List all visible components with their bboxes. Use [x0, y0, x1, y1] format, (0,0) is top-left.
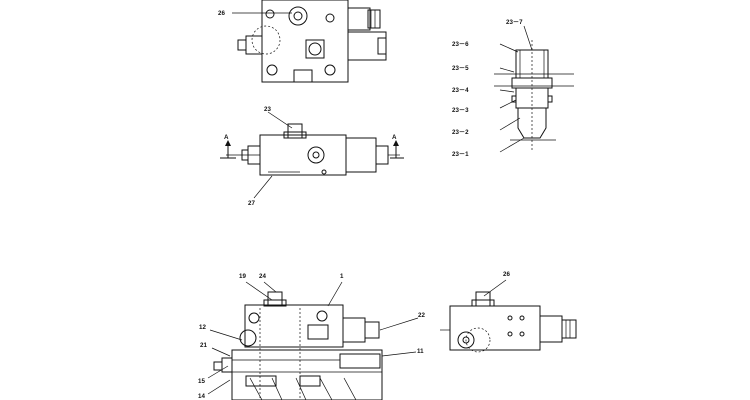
label-23-6: 23－6 [452, 41, 469, 48]
label-a-right: A [392, 134, 397, 141]
label-23-1: 23－1 [452, 151, 469, 158]
leader-lines [207, 12, 533, 395]
valve-side-view [220, 123, 404, 176]
label-27: 27 [248, 200, 255, 207]
valve-side-body [259, 134, 347, 176]
label-21: 21 [200, 342, 207, 349]
valve-top-left-plug [245, 35, 263, 55]
lower-right-assembly [440, 291, 577, 353]
label-26-bottom: 26 [503, 271, 510, 278]
valve-top-port-circle [288, 6, 308, 26]
label-1: 1 [340, 273, 344, 280]
label-11: 11 [417, 348, 424, 355]
label-23-7: 23－7 [506, 19, 523, 26]
label-23-2: 23－2 [452, 129, 469, 136]
label-23-4: 23－4 [452, 87, 469, 94]
label-26-top: 26 [218, 10, 225, 17]
cartridge-detail [494, 40, 574, 150]
valve-top-fitting-nut [367, 9, 381, 29]
valve-side-top-fitting [287, 123, 303, 139]
lower-body-lower [231, 349, 383, 400]
label-22: 22 [418, 312, 425, 319]
lower-right-top-fitting [475, 291, 491, 307]
label-23: 23 [264, 106, 271, 113]
valve-top-solenoid [347, 31, 387, 61]
label-23-3: 23－3 [452, 107, 469, 114]
valve-top-view [237, 0, 387, 83]
label-24: 24 [259, 273, 266, 280]
valve-top-fitting [347, 7, 371, 31]
label-19: 19 [239, 273, 246, 280]
lower-left-assembly [213, 291, 383, 400]
label-14: 14 [198, 393, 205, 400]
label-a-left: A [224, 134, 229, 141]
label-12: 12 [199, 324, 206, 331]
valve-side-solenoid [345, 137, 377, 173]
label-15: 15 [198, 378, 205, 385]
label-23-5: 23－5 [452, 65, 469, 72]
lower-right-body [449, 305, 541, 351]
